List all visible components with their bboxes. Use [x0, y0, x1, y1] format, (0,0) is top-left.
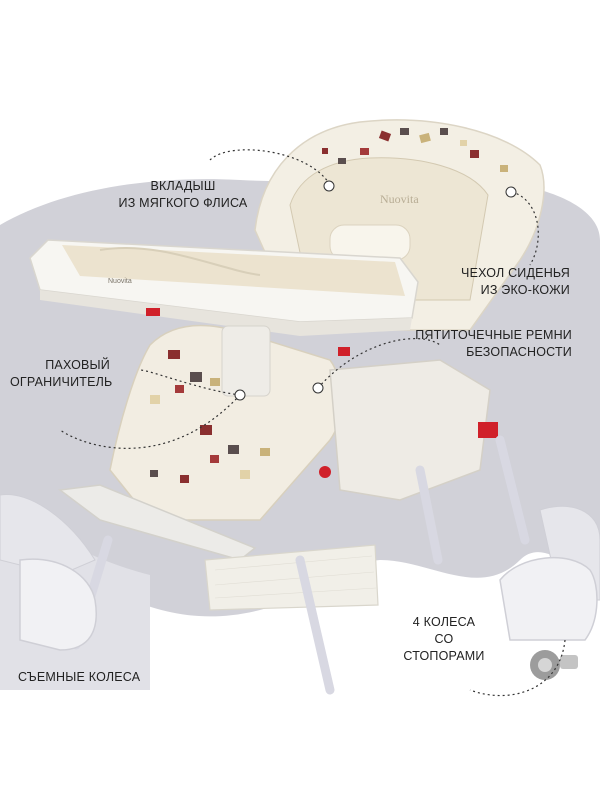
marker-harness [312, 382, 324, 394]
callout-line-wheels [469, 639, 566, 697]
callout-line-crotch-loop [59, 394, 241, 449]
tray-clip-left [146, 308, 160, 316]
marker-seat-cover [505, 186, 517, 198]
callout-seat-cover-line2: ИЗ ЭКО-КОЖИ [480, 283, 570, 297]
callout-crotch-line1: ПАХОВЫЙ [45, 358, 110, 372]
side-red-button [478, 422, 498, 438]
callout-seat-cover-line1: ЧЕХОЛ СИДЕНЬЯ [461, 266, 570, 280]
callout-fleece-insert: ВКЛАДЫШ ИЗ МЯГКОГО ФЛИСА [108, 178, 258, 212]
marker-crotch [234, 389, 246, 401]
seat [109, 324, 342, 521]
tray-post [221, 325, 271, 397]
tray-clip-right [338, 347, 350, 356]
tray: Nuovita [29, 239, 419, 336]
callout-four-wheels-line1: 4 КОЛЕСА [412, 615, 476, 629]
callout-four-wheels: 4 КОЛЕСА СО СТОПОРАМИ [394, 614, 494, 665]
callout-harness-line2: БЕЗОПАСНОСТИ [466, 345, 572, 359]
callout-line-seat-cover [511, 191, 539, 266]
callout-removable-wheels-line1: СЪЕМНЫЕ КОЛЕСА [18, 670, 141, 684]
left-wheel-unit [0, 493, 97, 651]
callout-seat-cover: ЧЕХОЛ СИДЕНЬЯ ИЗ ЭКО-КОЖИ [420, 265, 570, 299]
callout-removable-wheels: СЪЕМНЫЕ КОЛЕСА [18, 669, 148, 686]
footrest [58, 484, 257, 561]
callout-four-wheels-line2: СО СТОПОРАМИ [403, 632, 485, 663]
basket [204, 544, 379, 611]
tray-logo: Nuovita [108, 278, 132, 285]
marker-fleece [323, 180, 335, 192]
side-panel [329, 359, 491, 501]
callout-harness-line1: ПЯТИТОЧЕЧНЫЕ РЕМНИ [415, 328, 572, 342]
callout-crotch-limiter: ПАХОВЫЙ ОГРАНИЧИТЕЛЬ [10, 357, 113, 391]
callout-harness: ПЯТИТОЧЕЧНЫЕ РЕМНИ БЕЗОПАСНОСТИ [400, 327, 572, 361]
callout-line-fleece [209, 149, 331, 186]
side-knob [319, 466, 331, 478]
callout-crotch-line2: ОГРАНИЧИТЕЛЬ [10, 375, 113, 389]
backrest-logo: Nuovita [380, 192, 419, 206]
callout-fleece-line2: ИЗ МЯГКОГО ФЛИСА [118, 196, 248, 210]
callout-fleece-line1: ВКЛАДЫШ [150, 179, 216, 193]
callout-line-harness [317, 338, 441, 389]
